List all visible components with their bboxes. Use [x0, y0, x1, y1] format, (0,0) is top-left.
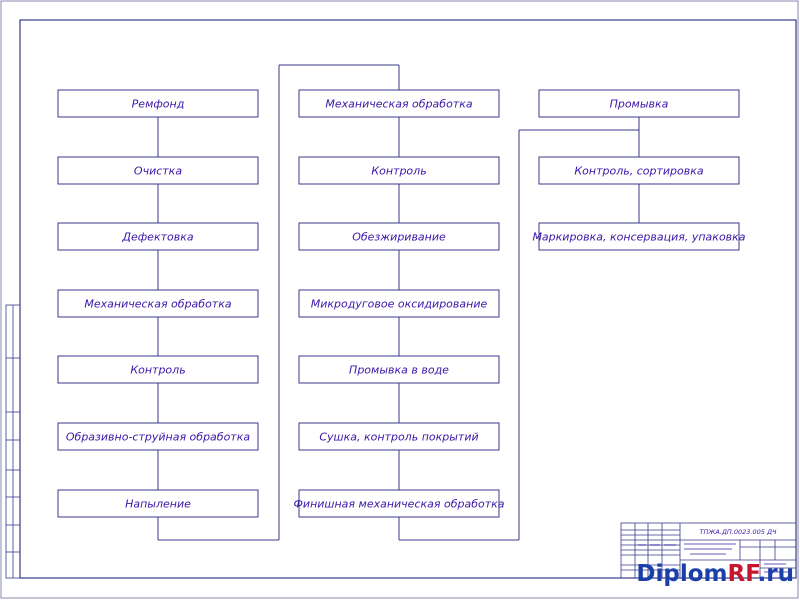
process-step-box: [57, 422, 259, 451]
title-block-filler: [638, 543, 792, 573]
process-step-box: [538, 89, 740, 118]
site-watermark: DiplomRF.ru: [636, 561, 794, 587]
process-step-box: [298, 289, 500, 318]
process-step-label: Контроль, сортировка: [574, 165, 704, 178]
title-block: [620, 522, 797, 579]
process-step-label: Обезжиривание: [352, 231, 446, 244]
process-step-box: [298, 156, 500, 185]
process-step-box: [298, 355, 500, 384]
process-step: Механическая обработка: [57, 289, 259, 318]
process-step-label: Образивно-струйная обработка: [66, 431, 250, 444]
process-step-box: [57, 89, 259, 118]
process-step-box: [57, 156, 259, 185]
process-step-box: [57, 289, 259, 318]
watermark-part3: .ru: [757, 561, 794, 587]
process-step-label: Дефектовка: [121, 231, 193, 244]
process-step-label: Финишная механическая обработка: [293, 498, 504, 511]
process-step-box: [57, 355, 259, 384]
process-step-label: Микродуговое оксидирование: [311, 298, 488, 311]
process-step-label: Механическая обработка: [84, 298, 231, 311]
title-block-code: ТПЖА.ДП.0023.005 ДЧ: [699, 528, 777, 536]
process-step-box: [57, 489, 259, 518]
process-step-label: Промывка: [610, 98, 669, 111]
process-step-box: [57, 222, 259, 251]
watermark-part1: Diplom: [636, 561, 728, 587]
process-step: Финишная механическая обработка: [293, 489, 505, 518]
process-step: Напыление: [57, 489, 259, 518]
process-step: Промывка в воде: [298, 355, 500, 384]
process-step: Ремфонд: [57, 89, 259, 118]
process-step: Контроль: [298, 156, 500, 185]
process-step-box: [298, 222, 500, 251]
process-step-label: Напыление: [125, 498, 191, 511]
process-step: Механическая обработка: [298, 89, 500, 118]
process-step: Образивно-струйная обработка: [57, 422, 259, 451]
process-step: Контроль: [57, 355, 259, 384]
process-step-box: [298, 422, 500, 451]
process-step: Очистка: [57, 156, 259, 185]
process-step-box: [298, 489, 500, 518]
process-step: Дефектовка: [57, 222, 259, 251]
flow-connectors: [157, 64, 640, 541]
process-step-label: Контроль: [130, 364, 185, 377]
process-step-box: [538, 222, 740, 251]
process-step-label: Очистка: [134, 165, 182, 178]
side-strip: [5, 304, 21, 579]
process-step: Промывка: [538, 89, 740, 118]
process-step: Сушка, контроль покрытий: [298, 422, 500, 451]
watermark-part2: RF: [727, 561, 758, 587]
process-step-label: Маркировка, консервация, упаковка: [532, 231, 745, 244]
process-step-label: Сушка, контроль покрытий: [319, 431, 478, 444]
process-step-label: Ремфонд: [132, 98, 185, 111]
process-step-box: [298, 89, 500, 118]
process-step-label: Промывка в воде: [349, 364, 449, 377]
process-step-label: Контроль: [371, 165, 426, 178]
process-step: Микродуговое оксидирование: [298, 289, 500, 318]
process-step-box: [538, 156, 740, 185]
process-step: Маркировка, консервация, упаковка: [532, 222, 746, 251]
process-step: Контроль, сортировка: [538, 156, 740, 185]
drawing-frame: [19, 19, 797, 579]
process-step: Обезжиривание: [298, 222, 500, 251]
process-step-label: Механическая обработка: [325, 98, 472, 111]
